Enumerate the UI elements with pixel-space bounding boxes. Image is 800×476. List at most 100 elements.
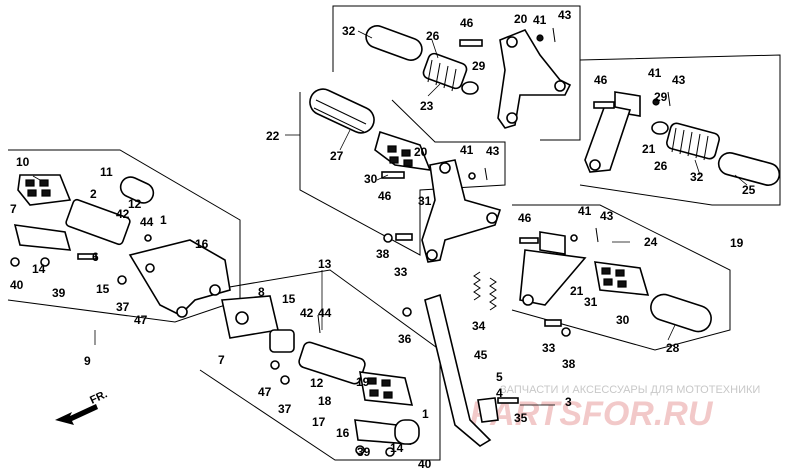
callout-18: 18 [318, 394, 332, 408]
callout-33: 33 [394, 265, 408, 279]
direction-label: FR. [88, 388, 109, 406]
side-stand [402, 271, 519, 447]
callout-43: 43 [600, 209, 614, 223]
callout-35: 35 [514, 411, 528, 425]
front-direction-arrow: FR. [55, 388, 109, 425]
callout-41: 41 [460, 143, 474, 157]
callout-5: 5 [496, 370, 503, 384]
grip-32b [717, 152, 781, 186]
callout-46: 46 [378, 189, 392, 203]
washer-29 [461, 81, 479, 95]
callout-46: 46 [460, 16, 474, 30]
rubber-2 [119, 176, 155, 204]
nut-41 [536, 34, 544, 42]
nut-41b [468, 172, 476, 180]
arrow-icon [55, 404, 98, 425]
callout-38: 38 [376, 247, 390, 261]
passenger-right [519, 227, 712, 337]
callout-17: 17 [312, 415, 326, 429]
callout-37: 37 [116, 300, 130, 314]
callout-26: 26 [426, 29, 440, 43]
bracket-21c [519, 249, 587, 306]
callout-10: 10 [16, 155, 30, 169]
watermark-caption: ЗАПЧАСТИ И АКСЕССУАРЫ ДЛЯ МОТОТЕХНИКИ [500, 384, 760, 396]
bracket-21 [584, 104, 632, 173]
callout-44: 44 [318, 306, 332, 320]
callout-2: 2 [90, 187, 97, 201]
callout-7: 7 [10, 202, 17, 216]
callout-34: 34 [472, 319, 486, 333]
callout-43: 43 [558, 8, 572, 22]
footpeg-30c [594, 261, 650, 296]
callout-41: 41 [578, 204, 592, 218]
bracket-6 [128, 239, 231, 316]
callout-31: 31 [418, 194, 432, 208]
pin-43 [552, 27, 556, 43]
callout-40: 40 [418, 457, 432, 471]
callout-1: 1 [160, 213, 167, 227]
callout-41: 41 [533, 13, 547, 27]
callout-43: 43 [486, 144, 500, 158]
bolt-46b [381, 171, 405, 179]
callout-14: 14 [32, 262, 46, 276]
callout-6: 6 [92, 250, 99, 264]
rear-step-right [584, 91, 781, 186]
callout-14: 14 [390, 441, 404, 455]
box-rear-right [579, 54, 781, 206]
callout-30: 30 [364, 172, 378, 186]
holder-8 [221, 295, 279, 339]
callout-1: 1 [422, 407, 429, 421]
callout-39: 39 [52, 286, 66, 300]
callout-32: 32 [342, 24, 356, 38]
callout-36: 36 [398, 332, 412, 346]
callout-29: 29 [654, 90, 668, 104]
callout-30: 30 [616, 313, 630, 327]
callout-9: 9 [84, 354, 91, 368]
callout-41: 41 [648, 66, 662, 80]
callout-37: 37 [278, 402, 292, 416]
callout-47: 47 [134, 313, 148, 327]
callout-31: 31 [584, 295, 598, 309]
front-step-left [10, 174, 231, 318]
callout-12: 12 [128, 197, 142, 211]
bracket-23 [497, 29, 572, 129]
callout-16: 16 [195, 237, 209, 251]
callout-26: 26 [654, 159, 668, 173]
callout-15: 15 [96, 282, 110, 296]
callout-33: 33 [542, 341, 556, 355]
callout-25: 25 [742, 183, 756, 197]
bracket-31 [421, 159, 502, 263]
callout-11: 11 [100, 165, 113, 179]
callout-27: 27 [330, 149, 344, 163]
callout-47: 47 [258, 385, 272, 399]
peg-shaft-11 [65, 198, 131, 246]
callout-28: 28 [666, 341, 680, 355]
stand-arm-4 [424, 293, 492, 447]
holder-20c [539, 231, 566, 255]
callout-16: 16 [336, 426, 350, 440]
callout-39: 39 [357, 445, 371, 459]
plate-16 [13, 224, 72, 251]
spring-34 [473, 271, 481, 301]
box-front-left [7, 149, 241, 323]
callout-8: 8 [258, 285, 265, 299]
callout-32: 32 [690, 170, 704, 184]
callout-42: 42 [300, 306, 314, 320]
callout-21: 21 [570, 284, 584, 298]
box-front-right [199, 269, 441, 461]
callout-24: 24 [644, 235, 658, 249]
box-passenger-right [511, 204, 731, 351]
callout-29: 29 [472, 59, 486, 73]
callout-4: 4 [496, 386, 503, 400]
rear-step-left [309, 88, 502, 263]
callout-15: 15 [282, 292, 296, 306]
grip-28 [650, 293, 712, 333]
callout-20: 20 [514, 12, 528, 26]
callout-43: 43 [672, 73, 686, 87]
callout-23: 23 [420, 99, 434, 113]
callout-20: 20 [414, 145, 428, 159]
callout-19: 19 [356, 375, 370, 389]
nut-36 [402, 307, 412, 317]
spring-45 [489, 277, 497, 311]
